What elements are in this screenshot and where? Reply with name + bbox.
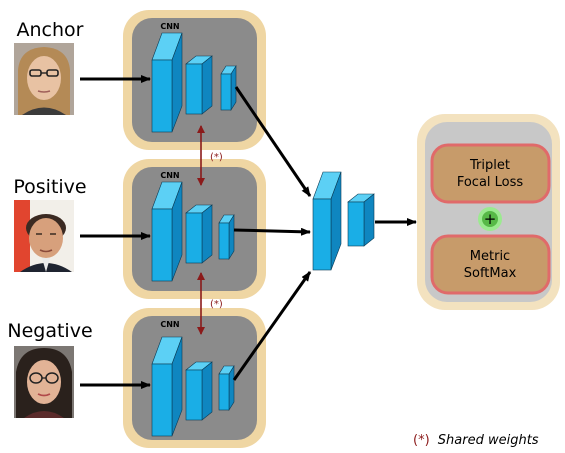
anchor-label: Anchor bbox=[17, 19, 84, 41]
metric-softmax-box bbox=[430, 234, 551, 295]
cnn-label: CNN bbox=[160, 22, 179, 31]
cnn-block-anchor: CNN bbox=[123, 10, 266, 150]
svg-text:+: + bbox=[484, 210, 497, 228]
anchor-to-merge-arrow bbox=[234, 86, 312, 197]
negative-label: Negative bbox=[7, 320, 92, 342]
cnn-block-positive: CNN bbox=[123, 159, 266, 299]
loss-module: Triplet Focal Loss + Metric SoftMax bbox=[417, 114, 560, 310]
cnn-label: CNN bbox=[160, 171, 179, 180]
triplet-label-line2: Focal Loss bbox=[457, 175, 524, 190]
triplet-label-line1: Triplet bbox=[469, 158, 510, 173]
legend-marker: (*) bbox=[413, 433, 430, 448]
negative-to-merge-arrow bbox=[232, 271, 312, 381]
plus-icon: + bbox=[478, 207, 502, 231]
legend-shared-weights: (*) Shared weights bbox=[413, 433, 539, 448]
anchor-face-photo-icon bbox=[14, 43, 74, 115]
metric-label-line2: SoftMax bbox=[464, 266, 517, 281]
shared-marker-bottom: (*) bbox=[210, 299, 223, 310]
cnn-label: CNN bbox=[160, 320, 179, 329]
negative-face-photo-icon bbox=[14, 346, 74, 418]
positive-face-photo-icon bbox=[14, 200, 74, 272]
triplet-focal-loss-box bbox=[430, 143, 551, 204]
cnn-block-negative: CNN bbox=[123, 308, 266, 448]
positive-label: Positive bbox=[13, 176, 86, 198]
shared-marker-top: (*) bbox=[210, 152, 223, 163]
legend-text: Shared weights bbox=[438, 433, 539, 448]
metric-label-line1: Metric bbox=[470, 249, 510, 264]
merge-layers bbox=[312, 171, 375, 271]
positive-to-merge-arrow bbox=[233, 227, 311, 236]
